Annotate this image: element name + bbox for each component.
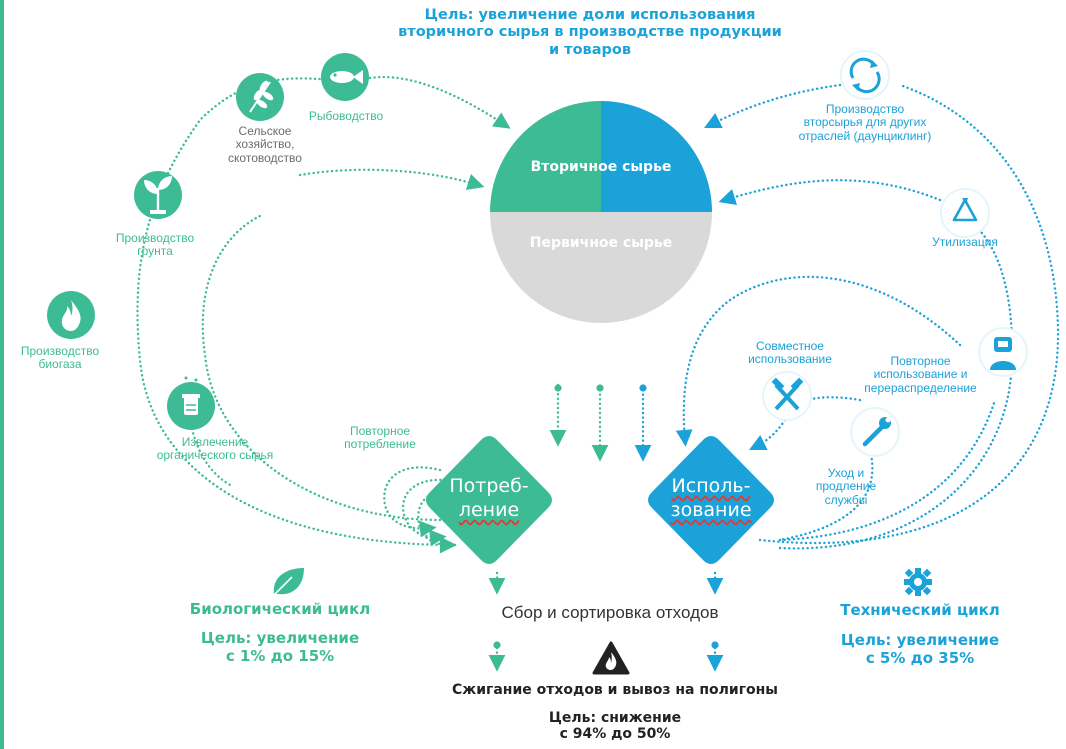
fire-warning-icon bbox=[592, 641, 630, 675]
wheat-icon bbox=[236, 73, 284, 121]
disposal-goal: Цель: снижение с 94% до 50% bbox=[548, 710, 682, 743]
collection-label: Сбор и сортировка отходов bbox=[501, 603, 719, 622]
bio-arrow-fish bbox=[368, 75, 511, 129]
tech-cycle-title: Технический цикл bbox=[840, 601, 1000, 619]
bio-cycle-goal: Цель: увеличение с 1% до 15% bbox=[200, 629, 360, 665]
raw-material-circle bbox=[490, 101, 712, 323]
consumption-label: Потреб- ление bbox=[449, 475, 529, 522]
usage-label: Исполь- зование bbox=[670, 475, 752, 522]
worker-icon bbox=[978, 327, 1028, 377]
left-accent-bar bbox=[0, 0, 4, 749]
wrench-icon bbox=[850, 407, 900, 457]
fish-icon bbox=[321, 53, 369, 101]
leaf-icon bbox=[271, 568, 304, 598]
tech-cycle-goal: Цель: увеличение с 5% до 35% bbox=[840, 631, 1000, 667]
biogas-label: Производство биогаза bbox=[20, 344, 100, 372]
diagram-title: Цель: увеличение доли использования втор… bbox=[320, 7, 860, 59]
title-line-1: Цель: увеличение доли использования bbox=[424, 7, 756, 23]
reconsumption-label: Повторное потребление bbox=[344, 424, 416, 452]
secondary-blue-quarter bbox=[601, 101, 712, 212]
agriculture-label: Сельское хозяйство, скотоводство bbox=[228, 124, 302, 165]
secondary-raw-label: Вторичное сырье bbox=[530, 159, 672, 175]
usage-diamond bbox=[648, 436, 774, 564]
bio-cycle-title: Биологический цикл bbox=[189, 600, 371, 618]
recycling-label: Утилизация bbox=[932, 235, 998, 249]
title-line-2: вторичного сырья в производстве продукци… bbox=[398, 24, 782, 41]
bio-arrow-agri bbox=[298, 168, 485, 191]
consumption-diamond bbox=[426, 436, 552, 564]
tech-sharing-down bbox=[748, 418, 787, 451]
bio-organic-dots bbox=[188, 418, 232, 487]
secondary-teal-quarter bbox=[490, 101, 601, 212]
bio-loop-outer bbox=[136, 77, 457, 547]
flame-icon bbox=[47, 291, 95, 339]
flask-icon bbox=[167, 376, 215, 430]
downcycling-label: Производство вторсырья для других отрасл… bbox=[798, 102, 932, 143]
disposal-title: Сжигание отходов и вывоз на полигоны bbox=[452, 682, 778, 698]
tech-loop-outer bbox=[758, 83, 1060, 545]
soil-label: Производство грунта bbox=[115, 231, 195, 259]
connector-dots bbox=[493, 384, 719, 649]
primary-raw-label: Первичное сырье bbox=[529, 235, 673, 251]
tech-sharing-arrow bbox=[806, 396, 862, 402]
sprout-icon bbox=[134, 171, 182, 219]
primary-half bbox=[490, 212, 712, 323]
reconsumption-arrow-2 bbox=[401, 478, 447, 547]
bio-loop-inner bbox=[201, 213, 442, 522]
tech-maintenance-dots bbox=[778, 448, 874, 542]
sharing-label: Совместное использование bbox=[748, 339, 832, 367]
tech-loop-2 bbox=[778, 213, 1014, 550]
gear-icon bbox=[904, 568, 932, 596]
tech-loop-inner bbox=[675, 275, 962, 447]
tech-loop-reuse bbox=[778, 398, 997, 542]
title-line-3: и товаров bbox=[548, 41, 632, 58]
refresh-icon bbox=[840, 50, 890, 100]
reuse-label: Повторное использование и перераспределе… bbox=[864, 354, 977, 395]
fishery-label: Рыбоводство bbox=[308, 109, 384, 123]
maintenance-label: Уход и продление службы bbox=[815, 466, 877, 507]
organic-label: Извлечение органического сырья bbox=[156, 435, 274, 463]
recycle-icon bbox=[940, 188, 990, 238]
tech-arrow-recycling bbox=[718, 179, 942, 206]
tools-icon bbox=[762, 371, 812, 421]
